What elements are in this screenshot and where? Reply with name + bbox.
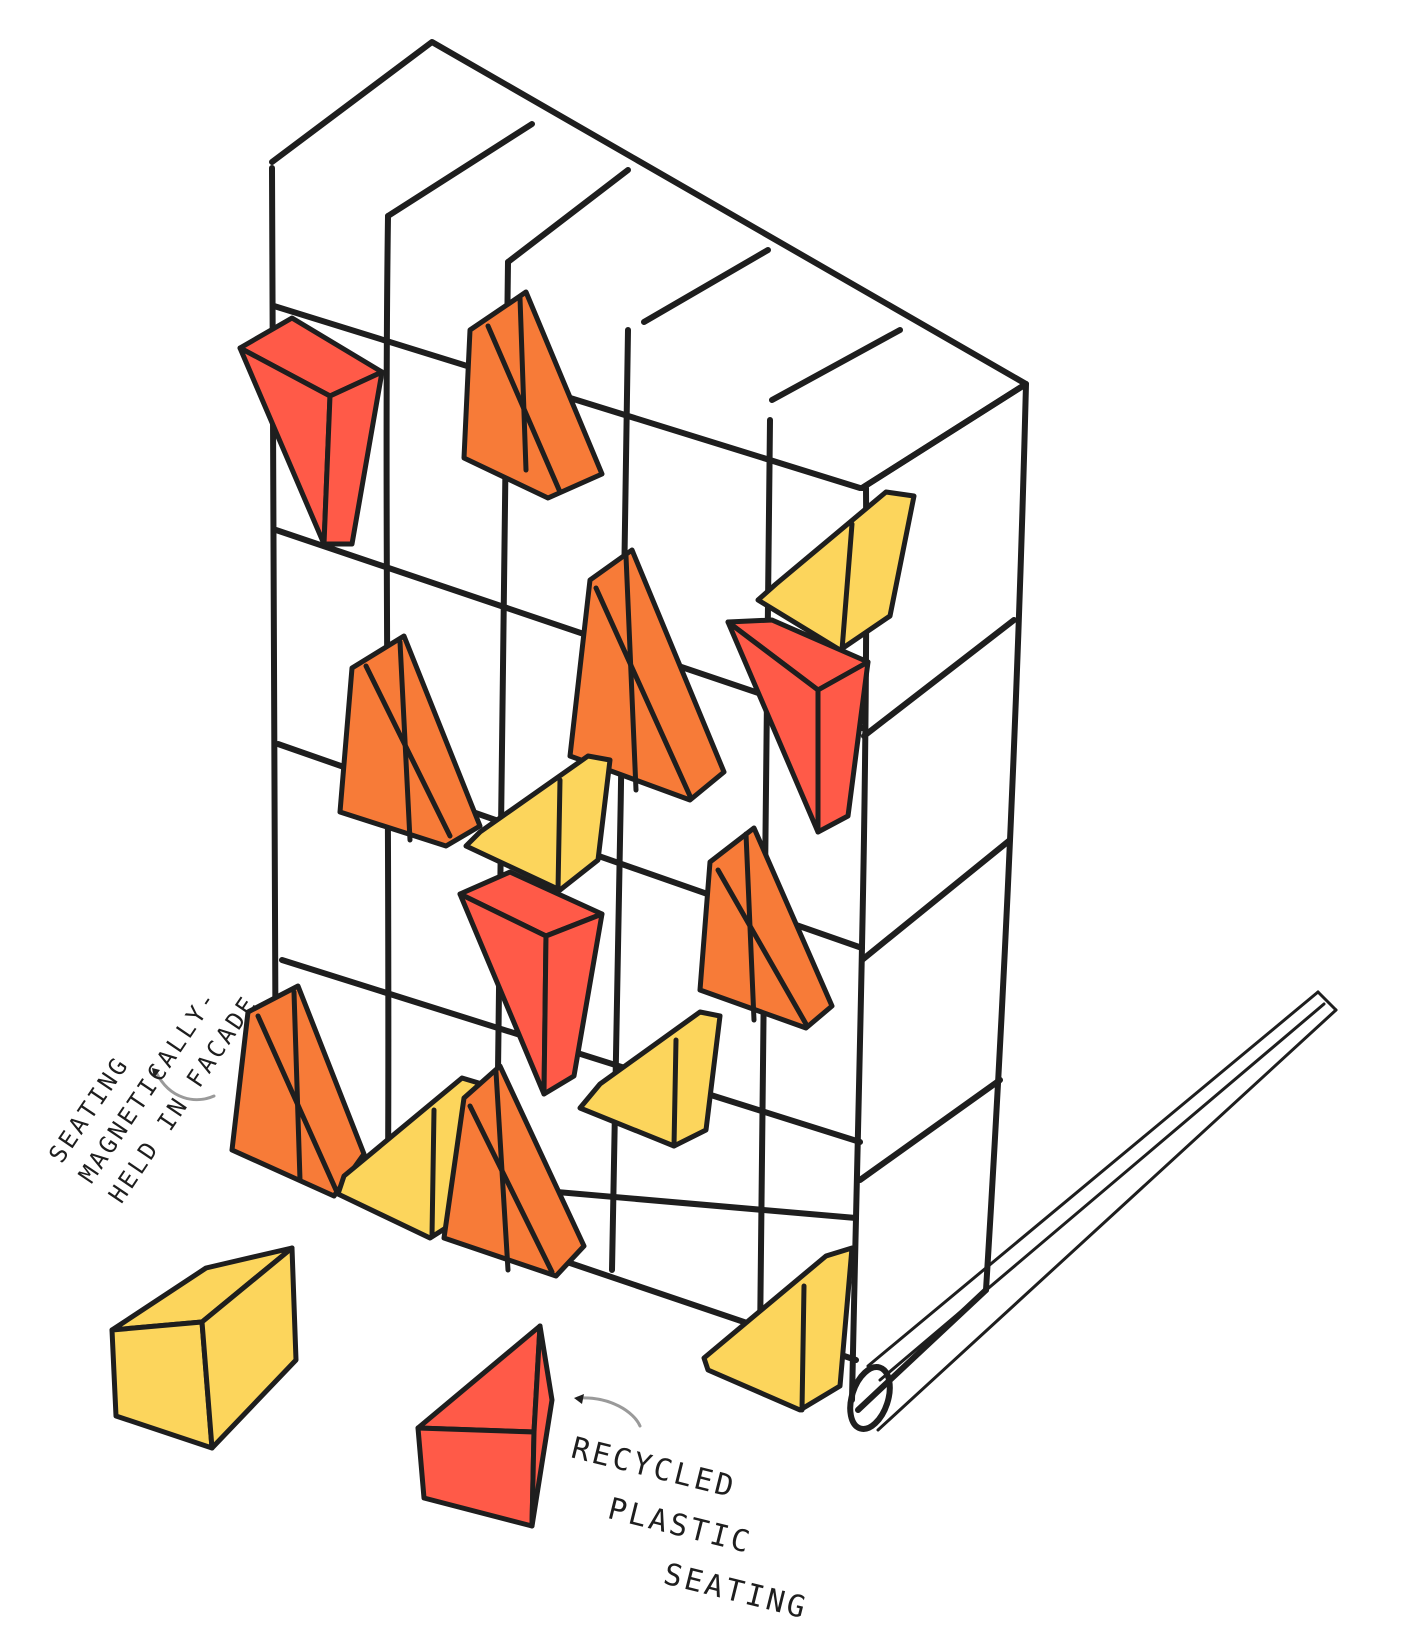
orange-seat-2	[337, 633, 483, 849]
orange-seat-4	[697, 825, 835, 1031]
orange-seat-3	[567, 547, 727, 803]
facade-sketch	[109, 39, 1338, 1529]
red-seat-1	[237, 315, 385, 547]
seating-label-leader	[574, 1394, 642, 1428]
red-seat-2	[725, 617, 871, 835]
loose-yellow-seat	[109, 1245, 299, 1451]
ground-rail	[847, 990, 1338, 1432]
orange-seat-1	[461, 289, 605, 501]
yellow-seat-5	[701, 1245, 855, 1413]
yellow-seat-1	[755, 489, 917, 653]
orange-seat-6	[441, 1063, 587, 1279]
facade-label-leader	[152, 1068, 216, 1102]
yellow-seat-3	[577, 1009, 723, 1149]
red-seat-3	[457, 869, 605, 1097]
loose-red-seat	[415, 1323, 555, 1529]
yellow-seat-2	[463, 753, 613, 893]
